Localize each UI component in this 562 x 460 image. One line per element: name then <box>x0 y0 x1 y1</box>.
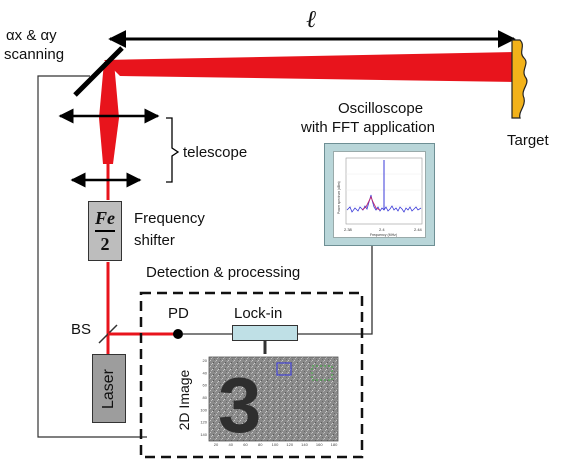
fft-xtick-2: 2.4 <box>379 227 385 232</box>
image-xtick: 120 <box>286 442 293 447</box>
lockin-label: Lock-in <box>234 305 283 322</box>
beam-to-target <box>104 52 516 82</box>
image-roi-box-2 <box>311 365 333 381</box>
oscilloscope-label-line2: with FFT application <box>301 119 435 136</box>
fe-denominator: 2 <box>100 234 110 254</box>
oscilloscope-screen: 2.38 2.4 2.44 Frequency (MHz) Power spec… <box>333 151 426 238</box>
fft-envelope-trace <box>361 195 381 211</box>
fft-ylabel: Power spectrum (dBm) <box>337 181 341 214</box>
fft-xtick-3: 2.44 <box>414 227 423 232</box>
frequency-shifter-label-line2: shifter <box>134 232 175 249</box>
image-ytick: 40 <box>203 370 208 375</box>
image-ytick: 80 <box>203 395 208 400</box>
oscilloscope: 2.38 2.4 2.44 Frequency (MHz) Power spec… <box>324 143 435 246</box>
fe-numerator: Fe <box>95 208 115 228</box>
image-xtick: 60 <box>243 442 248 447</box>
image-y-ticks: 20 40 60 80 100 120 140 <box>200 358 207 437</box>
frequency-shifter-label-line1: Frequency <box>134 210 205 227</box>
fft-xlabel: Frequency (MHz) <box>370 233 397 237</box>
fft-xtick-1: 2.38 <box>344 227 353 232</box>
image-xtick: 180 <box>331 442 338 447</box>
lockin-to-oscilloscope-wire <box>298 246 373 335</box>
image-xtick: 100 <box>272 442 279 447</box>
beam-splitter-label: BS <box>71 321 92 338</box>
beam-to-mirror <box>99 62 119 118</box>
scanning-label-line1: αx & αy <box>6 27 57 44</box>
detection-processing-box <box>139 291 364 459</box>
image-ytick: 60 <box>203 383 208 388</box>
image-roi-box <box>276 362 292 376</box>
scanning-label-line2: scanning <box>4 46 65 63</box>
image-2d-plot: 3 20 40 60 80 100 120 140 160 180 20 40 60 80 100 120… <box>200 354 342 449</box>
laser-label: Laser <box>100 368 117 409</box>
frequency-shifter-box: Fe 2 <box>88 201 122 261</box>
fraction-bar <box>95 230 115 232</box>
image-xtick: 140 <box>301 442 308 447</box>
fft-plot: 2.38 2.4 2.44 Frequency (MHz) Power spec… <box>337 157 423 237</box>
image-ytick: 100 <box>200 407 207 412</box>
scan-control-wire <box>37 75 147 438</box>
photodiode-label: PD <box>168 305 189 322</box>
target-surface <box>511 39 528 119</box>
image-xtick: 20 <box>214 442 219 447</box>
telescope-brace <box>166 117 180 183</box>
image-x-ticks: 20 40 60 80 100 120 140 160 180 <box>214 442 338 447</box>
scanning-mirror <box>73 46 124 97</box>
image-ytick: 120 <box>200 420 207 425</box>
image-xtick: 40 <box>229 442 234 447</box>
telescope-label: telescope <box>183 144 248 161</box>
telescope-beam <box>99 118 119 164</box>
photodiode <box>173 329 183 339</box>
image-ytick: 140 <box>200 432 207 437</box>
length-label: ℓ <box>306 5 316 33</box>
image-digit: 3 <box>218 361 261 449</box>
lockin-box <box>232 325 298 341</box>
oscilloscope-label-line1: Oscilloscope <box>338 100 424 117</box>
target-label: Target <box>507 132 549 149</box>
laser-box: Laser <box>92 354 126 423</box>
image-xtick: 160 <box>316 442 323 447</box>
image-ytick: 20 <box>203 358 208 363</box>
image-xtick: 80 <box>258 442 263 447</box>
detection-label: Detection & processing <box>146 264 301 281</box>
image-2d-label: 2D Image <box>176 369 192 431</box>
